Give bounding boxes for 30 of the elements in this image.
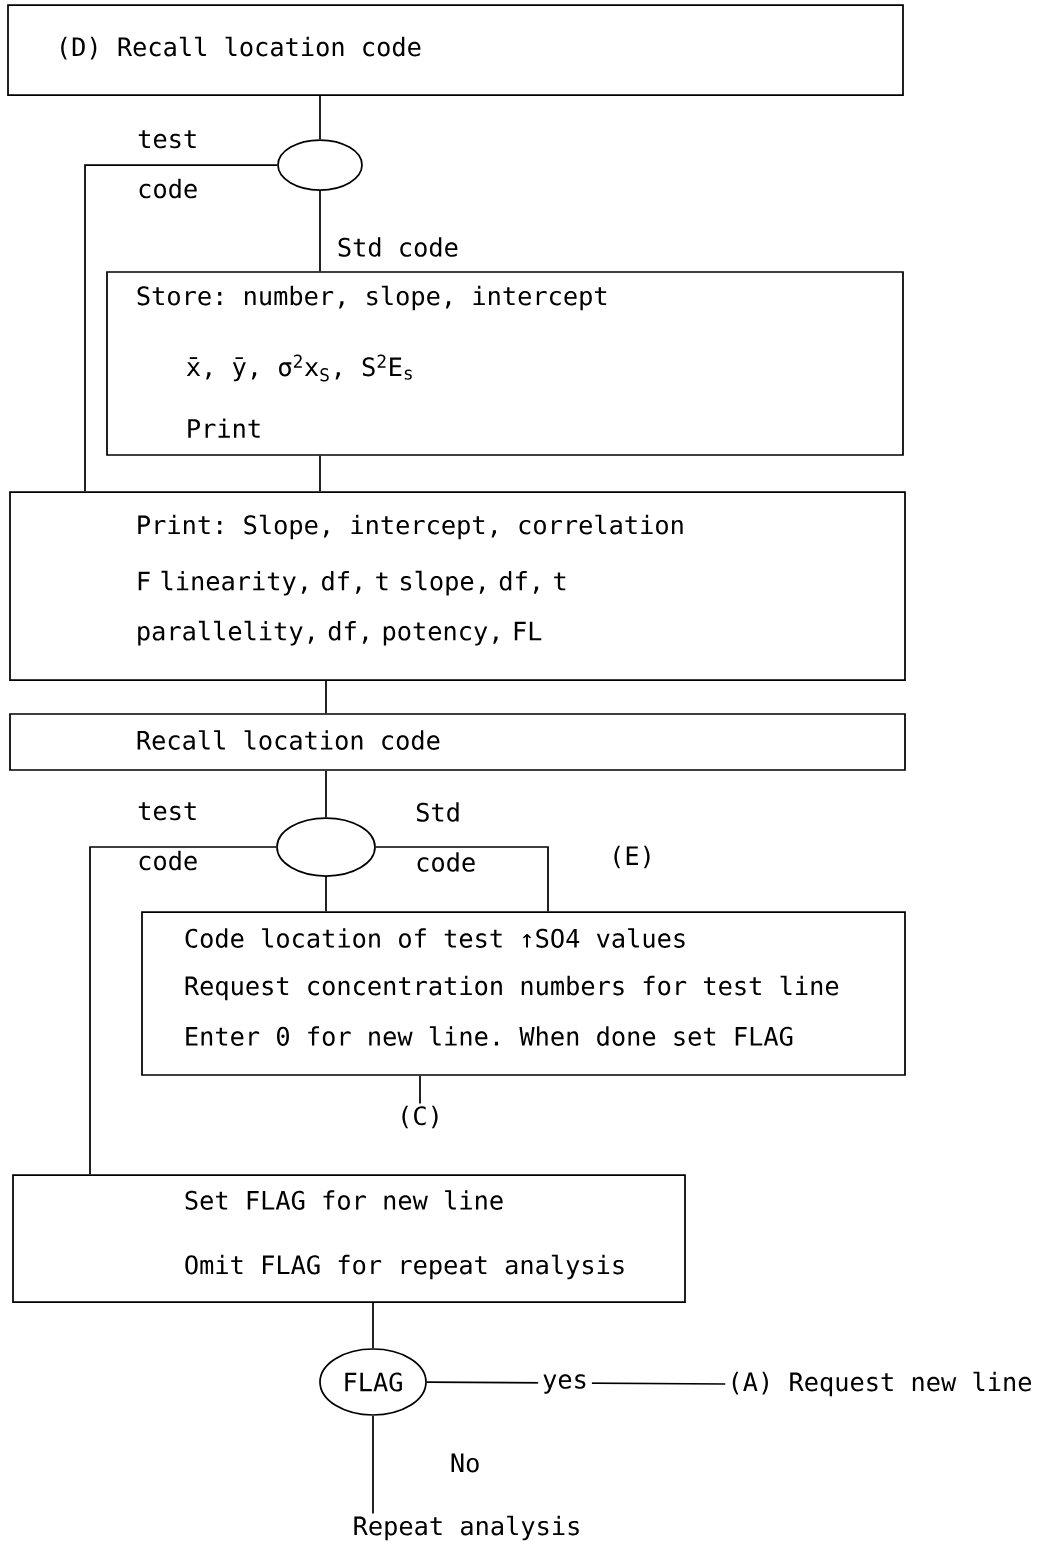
edge-label: No <box>451 1453 479 1473</box>
connector-line <box>319 95 321 140</box>
connector-line <box>372 1415 374 1515</box>
edge-label: test code <box>138 130 197 199</box>
process-box: Set FLAG for new line Omit FLAG for repeat analysis <box>12 1174 686 1303</box>
connector-line <box>319 190 321 272</box>
flow-text: (A) Request new line <box>732 1371 1031 1397</box>
connector-line <box>84 164 278 492</box>
process-box: Print: Slope, intercept, correlation F linearity, df, t slope, df, t parallelity, df, potency, FL <box>9 491 906 681</box>
process-box: Recall location code <box>9 713 906 771</box>
decision-ellipse <box>277 139 363 191</box>
edge-label: test code <box>138 802 197 871</box>
connector-line <box>325 770 327 818</box>
connector-line <box>89 846 277 1175</box>
edge-label: Std code <box>416 802 475 872</box>
connector-line <box>372 1302 374 1349</box>
connector-line <box>419 1075 421 1105</box>
edge-label: Std code <box>338 237 458 257</box>
connector-label: (E) <box>614 845 650 869</box>
connector-line <box>325 876 327 912</box>
connector-line <box>375 846 549 912</box>
flow-text: (C) <box>402 1105 438 1129</box>
process-box: Code location of test ↑SO4 values Request concentration numbers for test line Enter 0 for new line. When done set FLAG <box>141 911 906 1076</box>
edge-label: yes <box>538 1370 592 1398</box>
connector-line <box>325 680 327 714</box>
decision-ellipse <box>276 817 376 877</box>
process-box: (D) Recall location code <box>7 4 904 96</box>
flow-text: Repeat analysis <box>354 1515 579 1541</box>
connector-line <box>319 455 321 492</box>
process-box: Store: number, slope, intercept x̄, ȳ, σ$^{2}$x$_{S}$, S$^{2}$E$_{s}$ Print <box>106 271 904 456</box>
